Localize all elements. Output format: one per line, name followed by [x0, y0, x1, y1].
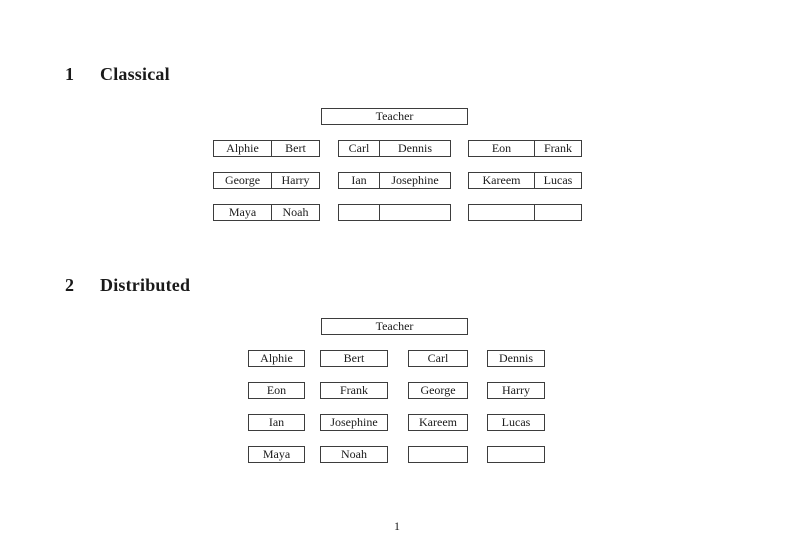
desk-box: Alphie Bert — [213, 140, 320, 157]
seat-cell: Kareem — [482, 173, 521, 187]
desk-box: Lucas — [487, 414, 545, 431]
seat-cell: Bert — [343, 351, 365, 365]
desk-box: Josephine — [320, 414, 388, 431]
seat-cell: Josephine — [379, 173, 450, 188]
seat-cell: Ian — [268, 415, 285, 429]
seat-cell: Maya — [262, 447, 291, 461]
desk-box: Maya Noah — [213, 204, 320, 221]
desk-box-empty — [487, 446, 545, 463]
seat-cell: Lucas — [534, 173, 581, 188]
desk-box: Eon Frank — [468, 140, 582, 157]
desk-box: Eon — [248, 382, 305, 399]
desk-box: Dennis — [487, 350, 545, 367]
seat-cell: Kareem — [419, 415, 457, 429]
seat-cell: George — [224, 173, 261, 187]
seat-cell: Carl — [348, 141, 370, 155]
seat-cell: Eon — [266, 383, 287, 397]
desk-box: Carl — [408, 350, 468, 367]
desk-box: Kareem — [408, 414, 468, 431]
seat-cell: Bert — [271, 141, 319, 156]
empty-seat-cell — [469, 205, 534, 220]
desk-box: Frank — [320, 382, 388, 399]
section-title: Classical — [100, 64, 170, 84]
desk-box: Ian Josephine — [338, 172, 451, 189]
section-title: Distributed — [100, 275, 191, 295]
desk-box: Maya — [248, 446, 305, 463]
empty-seat-cell — [339, 205, 379, 220]
desk-box: Carl Dennis — [338, 140, 451, 157]
empty-seat-cell — [534, 205, 581, 220]
seat-cell: George — [420, 383, 456, 397]
seat-cell: Dennis — [499, 351, 533, 365]
seat-cell: Harry — [271, 173, 319, 188]
seat-cell: Frank — [534, 141, 581, 156]
empty-seat-cell — [379, 205, 450, 220]
section-number: 2 — [65, 275, 75, 295]
desk-box: Noah — [320, 446, 388, 463]
seat-cell: Noah — [271, 205, 319, 220]
seat-cell: Frank — [340, 383, 368, 397]
teacher-label: Teacher — [375, 109, 414, 123]
desk-box-empty — [338, 204, 451, 221]
desk-box: George — [408, 382, 468, 399]
teacher-box: Teacher — [321, 318, 468, 335]
desk-box-empty — [468, 204, 582, 221]
seat-cell: Ian — [351, 173, 367, 187]
seat-cell: Harry — [502, 383, 530, 397]
desk-box: Harry — [487, 382, 545, 399]
desk-box: Ian — [248, 414, 305, 431]
teacher-box: Teacher — [321, 108, 468, 125]
section-heading-distributed: 2 Distributed — [65, 275, 190, 295]
seat-cell: Carl — [427, 351, 449, 365]
seat-cell: Maya — [228, 205, 257, 219]
seat-cell: Noah — [341, 447, 367, 461]
seat-cell: Josephine — [330, 415, 378, 429]
seat-cell: Dennis — [379, 141, 450, 156]
seat-cell: Eon — [491, 141, 512, 155]
desk-box: Alphie — [248, 350, 305, 367]
teacher-label: Teacher — [375, 319, 414, 333]
seat-cell: Alphie — [260, 351, 293, 365]
section-heading-classical: 1 Classical — [65, 64, 170, 84]
seat-cell: Alphie — [226, 141, 259, 155]
desk-box-empty — [408, 446, 468, 463]
desk-box: George Harry — [213, 172, 320, 189]
desk-box: Bert — [320, 350, 388, 367]
seat-cell: Lucas — [501, 415, 531, 429]
desk-box: Kareem Lucas — [468, 172, 582, 189]
section-number: 1 — [65, 64, 75, 84]
page-number: 1 — [394, 519, 400, 533]
